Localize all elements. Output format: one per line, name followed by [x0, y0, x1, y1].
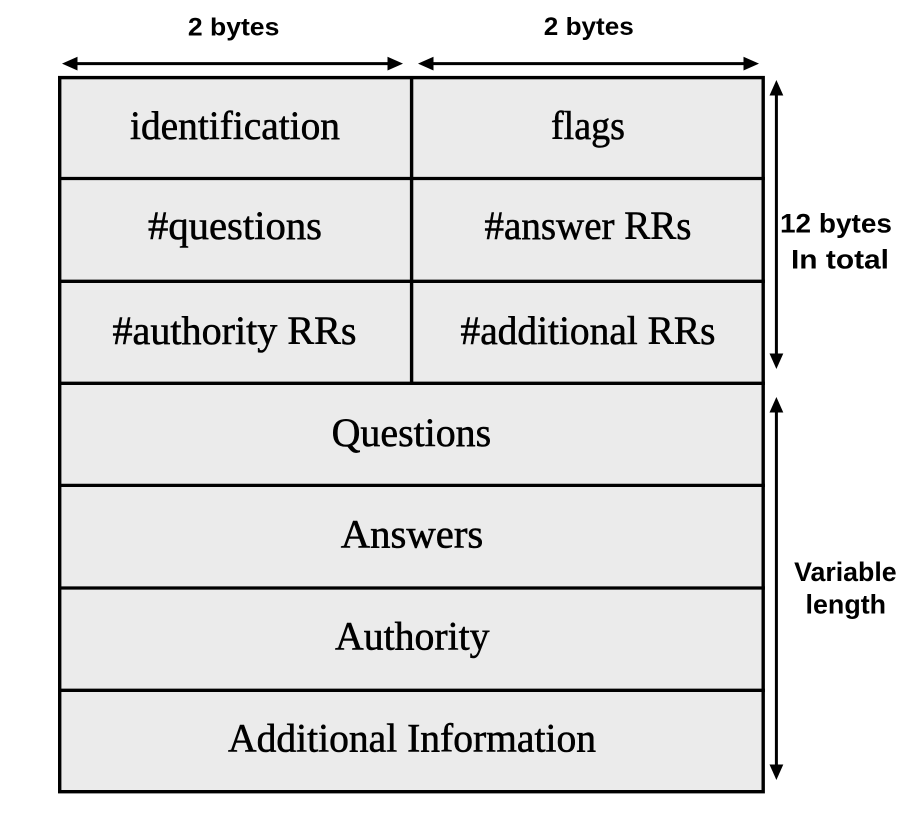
svg-text:Answers: Answers: [341, 511, 484, 556]
svg-text:2 bytes: 2 bytes: [544, 13, 634, 41]
svg-text:Variable: Variable: [794, 557, 897, 587]
svg-text:In total: In total: [791, 244, 889, 274]
svg-text:2 bytes: 2 bytes: [188, 13, 280, 41]
svg-text:Additional Information: Additional Information: [228, 715, 596, 760]
svg-text:#additional RRs: #additional RRs: [461, 308, 716, 353]
svg-text:Authority: Authority: [335, 613, 490, 658]
svg-text:#questions: #questions: [148, 203, 322, 248]
svg-text:#authority RRs: #authority RRs: [113, 308, 357, 353]
svg-text:12 bytes: 12 bytes: [780, 209, 892, 239]
svg-text:#answer RRs: #answer RRs: [485, 203, 692, 248]
svg-text:flags: flags: [551, 103, 625, 148]
svg-text:length: length: [806, 589, 887, 619]
svg-text:Questions: Questions: [332, 410, 492, 455]
svg-text:identification: identification: [130, 103, 340, 148]
